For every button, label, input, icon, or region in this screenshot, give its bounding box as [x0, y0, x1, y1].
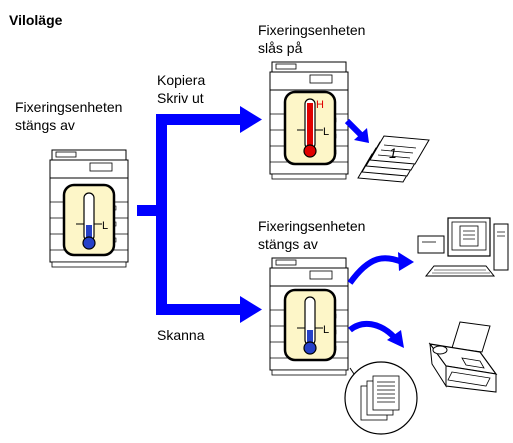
print-arrow: [344, 118, 369, 143]
printed-pages-icon: 1: [357, 135, 430, 183]
low-mark-bottom: L: [323, 324, 329, 336]
left-label-line2: stängs av: [15, 117, 75, 133]
thermometer-panel-top: H L: [283, 90, 337, 166]
scan-to-pc-arrow: [347, 252, 414, 285]
branch-arrow: [137, 106, 262, 323]
bottom-result-line1: Fixeringsenheten: [258, 218, 366, 234]
diagram-title: Viloläge: [9, 12, 63, 28]
page-glyph: 1: [389, 145, 397, 161]
top-result-line1: Fixeringsenheten: [258, 22, 366, 38]
low-mark-left: L: [102, 220, 108, 232]
high-mark-top: H: [316, 99, 324, 111]
top-result-line2: slås på: [258, 40, 303, 56]
thermometer-panel-bottom: L: [283, 288, 337, 362]
fax-icon: [428, 321, 498, 393]
branch-top-line2: Skriv ut: [157, 90, 204, 106]
branch-bottom-label: Skanna: [157, 327, 205, 343]
computer-icon: [417, 217, 509, 277]
bottom-result-line2: stängs av: [258, 236, 318, 252]
low-mark-top: L: [323, 126, 329, 138]
branch-top-line1: Kopiera: [157, 72, 206, 88]
thermometer-panel-left: L: [62, 183, 116, 257]
scanned-docs-bubble: [344, 361, 418, 435]
scan-to-fax-arrow: [348, 320, 404, 348]
left-label-line1: Fixeringsenheten: [15, 99, 123, 115]
